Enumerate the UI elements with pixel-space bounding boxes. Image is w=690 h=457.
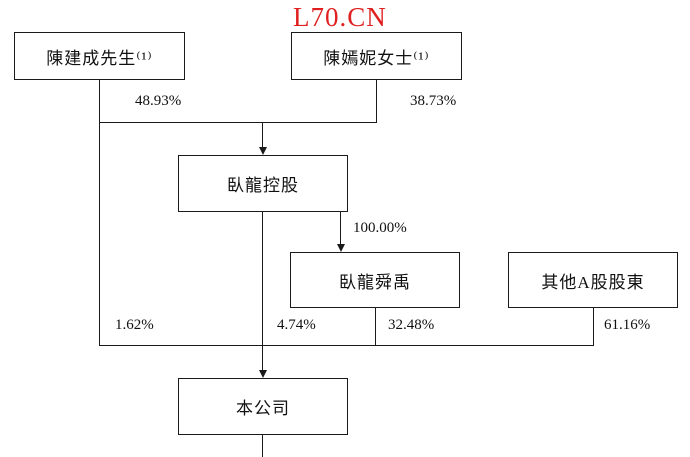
- pct-shunyu-company: 32.48%: [388, 317, 435, 333]
- watermark-text: L70.CN: [293, 2, 387, 32]
- node-company: 本公司: [178, 378, 348, 435]
- node-company-label: 本公司: [236, 399, 290, 418]
- node-chen-yanni: 陳嫣妮女士⁽¹⁾: [291, 32, 462, 80]
- connector-holdings-to-shunyu: [340, 212, 341, 245]
- connector-chen-yanni-down: [376, 80, 377, 122]
- node-wolong-holdings-label: 臥龍控股: [227, 176, 299, 195]
- node-chen-jiancheng-label: 陳建成先生⁽¹⁾: [46, 48, 153, 68]
- node-wolong-shunyu: 臥龍舜禹: [290, 252, 460, 308]
- pct-other-company: 61.16%: [604, 317, 651, 333]
- arrowhead-into-wolong-shunyu: [337, 244, 345, 252]
- node-chen-jiancheng: 陳建成先生⁽¹⁾: [14, 32, 185, 80]
- connector-holdings-down: [262, 212, 263, 345]
- connector-top-horizontal: [99, 122, 377, 123]
- connector-company-tail: [262, 435, 263, 457]
- arrowhead-into-wolong-holdings: [259, 147, 267, 155]
- connector-other-down: [593, 308, 594, 345]
- node-other-a-share-label: 其他A股股東: [541, 272, 645, 292]
- pct-chen-jiancheng-company: 1.62%: [115, 317, 154, 333]
- connector-into-wolong-holdings: [262, 122, 263, 148]
- pct-chen-jiancheng-holdings: 48.93%: [135, 93, 182, 109]
- arrowhead-into-company: [259, 370, 267, 378]
- connector-shunyu-down: [375, 308, 376, 345]
- node-wolong-shunyu-label: 臥龍舜禹: [339, 272, 411, 292]
- connector-bottom-horizontal: [99, 345, 594, 346]
- pct-chen-yanni-holdings: 38.73%: [410, 93, 457, 109]
- connector-chen-jiancheng-down: [99, 80, 100, 345]
- pct-holdings-shunyu: 100.00%: [353, 220, 407, 236]
- node-other-a-share: 其他A股股東: [508, 252, 678, 308]
- node-wolong-holdings: 臥龍控股: [178, 155, 348, 212]
- pct-holdings-company: 4.74%: [277, 317, 316, 333]
- node-chen-yanni-label: 陳嫣妮女士⁽¹⁾: [323, 48, 430, 68]
- connector-into-company: [262, 345, 263, 371]
